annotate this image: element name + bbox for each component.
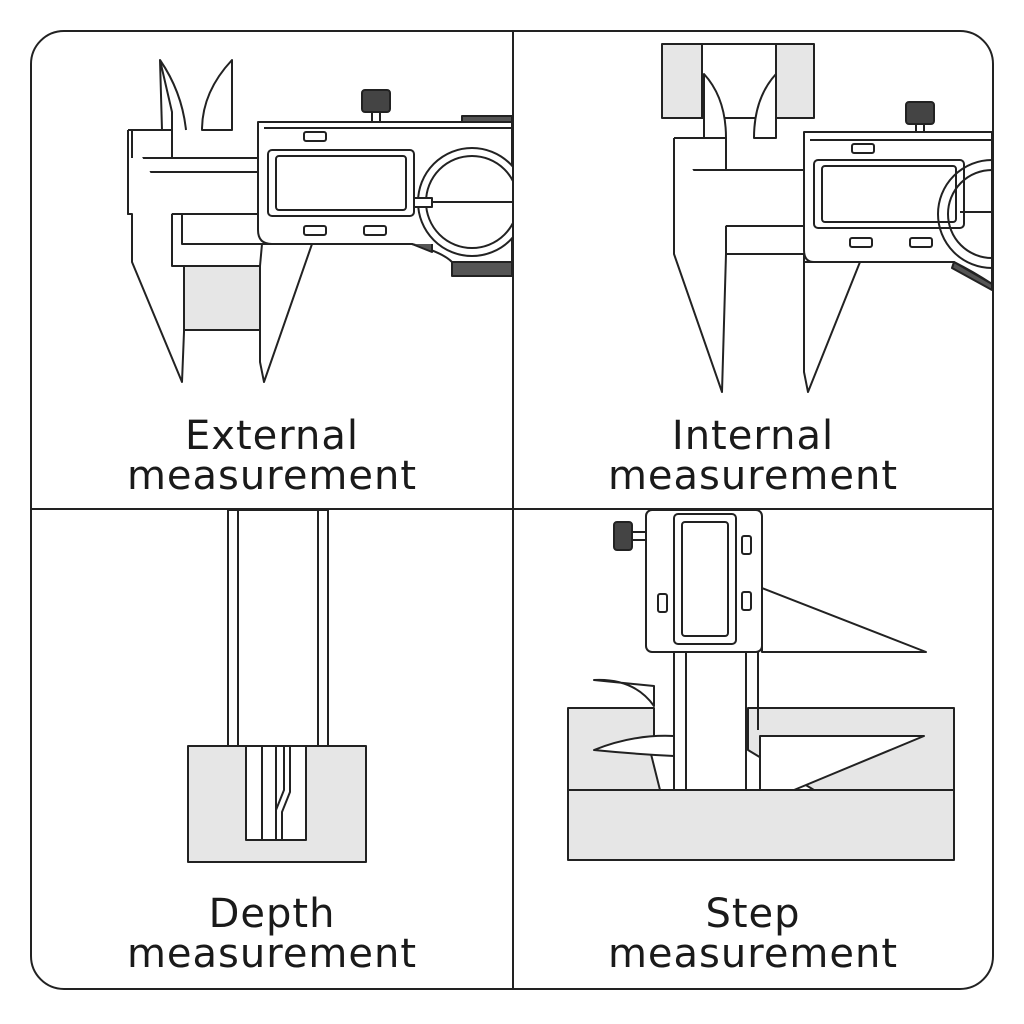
caption-line2: measurement	[126, 453, 418, 499]
step-illustration	[567, 510, 955, 861]
diagram-frame: External measurement	[30, 30, 994, 990]
workpiece-base	[567, 789, 955, 861]
caption-external: External measurement	[32, 416, 512, 496]
caption-line1: Step	[705, 891, 801, 937]
thumb-knob	[613, 521, 633, 551]
panel-depth-measurement: Depth measurement	[32, 510, 512, 988]
caption-line1: External	[185, 413, 359, 459]
external-caliper-illustration	[127, 59, 512, 383]
caption-line2: measurement	[126, 931, 418, 977]
internal-caliper-illustration	[661, 43, 992, 393]
caliper-beam	[685, 651, 747, 791]
caption-line2: measurement	[607, 931, 899, 977]
thumb-knob	[905, 101, 935, 125]
caption-line1: Depth	[208, 891, 336, 937]
caption-internal: Internal measurement	[514, 416, 992, 496]
workpiece-block	[187, 745, 367, 863]
caption-step: Step measurement	[514, 894, 992, 974]
divider-horizontal	[32, 508, 992, 510]
workpiece-block	[183, 265, 261, 331]
panel-external-measurement: External measurement	[32, 32, 512, 510]
caption-depth: Depth measurement	[32, 894, 512, 974]
panel-internal-measurement: Internal measurement	[514, 32, 992, 510]
caliper-beam	[227, 510, 329, 747]
panel-step-measurement: Step measurement	[514, 510, 992, 988]
depth-illustration	[187, 510, 367, 863]
caption-line2: measurement	[607, 453, 899, 499]
caption-line1: Internal	[671, 413, 835, 459]
divider-vertical	[512, 32, 514, 988]
thumb-knob	[361, 89, 391, 113]
